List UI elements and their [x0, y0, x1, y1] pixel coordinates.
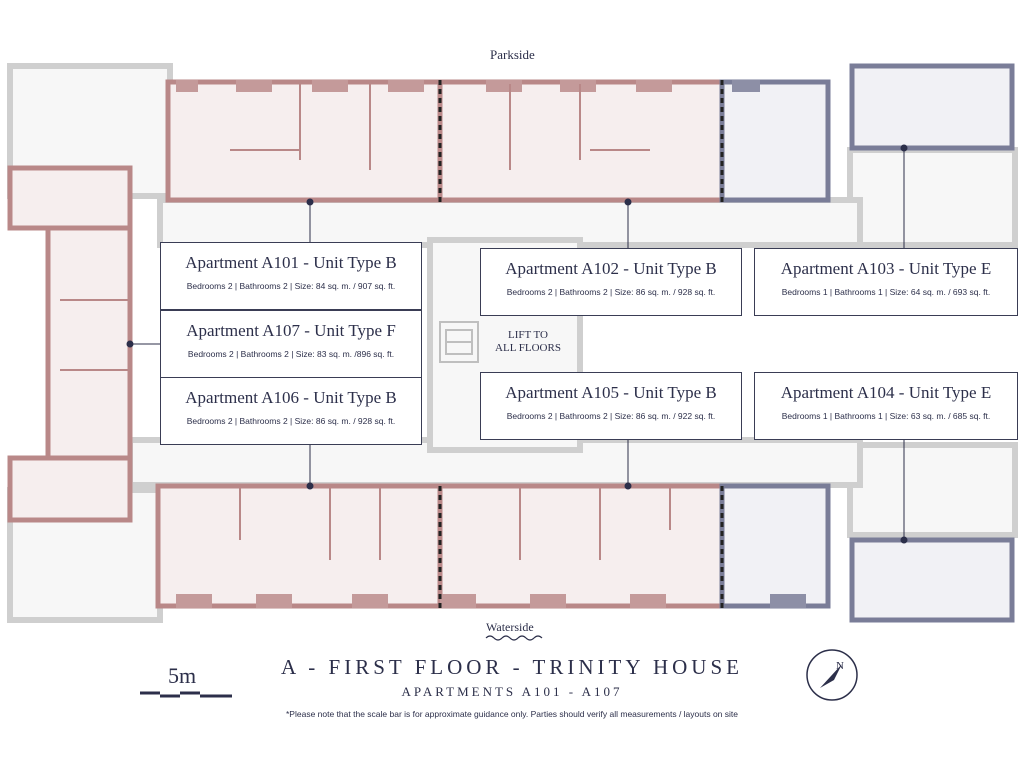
- apartment-label-a102: Apartment A102 - Unit Type B Bedrooms 2 …: [480, 248, 742, 316]
- parkside-label: Parkside: [490, 47, 535, 62]
- unit-separators: [438, 80, 724, 608]
- apartment-label-a101: Apartment A101 - Unit Type B Bedrooms 2 …: [160, 242, 422, 310]
- apartment-title: Apartment A107 - Unit Type F: [186, 321, 396, 340]
- leader-lines: [126, 144, 908, 544]
- apartment-title: Apartment A105 - Unit Type B: [505, 383, 717, 402]
- apartment-title: Apartment A104 - Unit Type E: [780, 383, 992, 402]
- apartment-label-a106: Apartment A106 - Unit Type B Bedrooms 2 …: [160, 377, 422, 445]
- lift-label-line2: ALL FLOORS: [495, 342, 561, 354]
- apartment-title: Apartment A101 - Unit Type B: [185, 253, 397, 272]
- stairwell-north-east: [847, 147, 1018, 248]
- apartment-details: Bedrooms 1 | Bathrooms 1 | Size: 63 sq. …: [781, 411, 991, 421]
- stairwell-south-east: [847, 442, 1018, 538]
- compass-icon: [806, 649, 858, 701]
- apartment-details: Bedrooms 2 | Bathrooms 2 | Size: 84 sq. …: [186, 281, 396, 291]
- lift-label-line1: LIFT TO: [507, 329, 549, 341]
- unit-block-a106: [155, 483, 443, 609]
- apartment-label-a104: Apartment A104 - Unit Type E Bedrooms 1 …: [754, 372, 1018, 440]
- apartment-title: Apartment A103 - Unit Type E: [780, 259, 992, 278]
- apartment-details: Bedrooms 1 | Bathrooms 1 | Size: 64 sq. …: [781, 287, 991, 297]
- apartment-title: Apartment A102 - Unit Type B: [505, 259, 717, 278]
- window-piers: [176, 80, 672, 608]
- apartment-details: Bedrooms 2 | Bathrooms 2 | Size: 83 sq. …: [187, 349, 395, 359]
- waterside-label: Waterside: [486, 620, 534, 634]
- unit-block-a103: [719, 63, 1015, 203]
- scale-bar: [140, 691, 232, 698]
- unit-block-a104: [719, 483, 1015, 623]
- window-piers-e: [732, 80, 806, 608]
- interior-walls: [60, 84, 671, 560]
- apartment-label-a107: Apartment A107 - Unit Type F Bedrooms 2 …: [160, 310, 422, 378]
- page-subtitle: APARTMENTS A101 - A107: [401, 684, 623, 699]
- apartment-label-a103: Apartment A103 - Unit Type E Bedrooms 1 …: [754, 248, 1018, 316]
- unit-block-a107: [7, 165, 133, 523]
- apartment-title: Apartment A106 - Unit Type B: [185, 388, 397, 407]
- apartment-details: Bedrooms 2 | Bathrooms 2 | Size: 86 sq. …: [186, 416, 396, 426]
- page-title: A - FIRST FLOOR - TRINITY HOUSE: [281, 655, 743, 679]
- unit-block-a105: [437, 483, 725, 609]
- scale-label: 5m: [168, 663, 197, 688]
- lift-shaft: [439, 321, 479, 363]
- waterside-wave-icon: [485, 635, 543, 641]
- lift-label: LIFT TO ALL FLOORS: [488, 329, 568, 355]
- apartment-details: Bedrooms 2 | Bathrooms 2 | Size: 86 sq. …: [506, 411, 716, 421]
- compass-letter: N: [836, 660, 844, 672]
- unit-block-a101: [165, 79, 443, 203]
- apartment-label-a105: Apartment A105 - Unit Type B Bedrooms 2 …: [480, 372, 742, 440]
- disclaimer-note: *Please note that the scale bar is for a…: [286, 709, 738, 719]
- apartment-details: Bedrooms 2 | Bathrooms 2 | Size: 86 sq. …: [506, 287, 716, 297]
